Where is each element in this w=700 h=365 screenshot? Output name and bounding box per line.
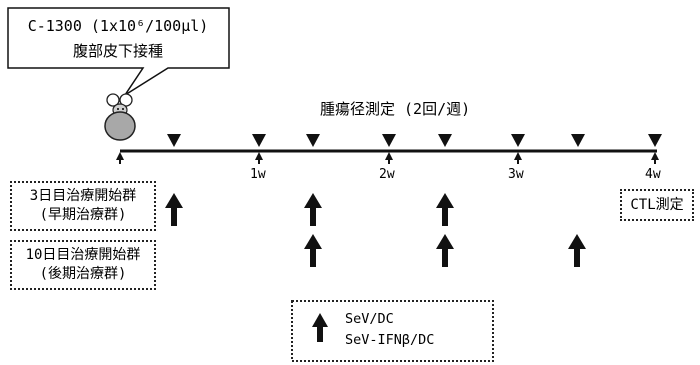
- early-group-box: 3日目治療開始群 (早期治療群): [10, 181, 156, 231]
- early-group-subtitle: (早期治療群): [12, 206, 154, 225]
- late-group-subtitle: (後期治療群): [12, 265, 154, 284]
- callout-line-2: 腹部皮下接種: [14, 39, 222, 64]
- callout-line-1: C-1300 (1x10⁶/100μl): [14, 14, 222, 39]
- late-group-arrows: [304, 234, 586, 267]
- week-ticks: [116, 152, 659, 164]
- treatment-arrow: [304, 234, 322, 267]
- week-tick-1: [255, 152, 263, 160]
- treatment-arrow: [304, 193, 322, 226]
- early-group-arrows: [165, 193, 454, 226]
- late-group-box: 10日目治療開始群 (後期治療群): [10, 240, 156, 290]
- ctl-label: CTL測定: [622, 196, 692, 215]
- legend-item-2: SeV-IFNβ/DC: [345, 332, 434, 348]
- legend-item-1: SeV/DC: [345, 311, 394, 327]
- week-tick-2: [385, 152, 393, 160]
- measure-marker: [648, 134, 662, 147]
- week-label-1: 1w: [250, 167, 266, 182]
- week-tick-4: [651, 152, 659, 160]
- measurement-header: 腫瘍径測定 (2回/週): [320, 98, 470, 119]
- measure-marker: [382, 134, 396, 147]
- measure-marker: [511, 134, 525, 147]
- measure-marker: [252, 134, 266, 147]
- week-label-4: 4w: [645, 167, 661, 182]
- measure-marker: [438, 134, 452, 147]
- treatment-arrow: [568, 234, 586, 267]
- measure-marker: [571, 134, 585, 147]
- treatment-arrow: [165, 193, 183, 226]
- week-label-2: 2w: [379, 167, 395, 182]
- early-group-title: 3日目治療開始群: [12, 187, 154, 206]
- measure-marker: [167, 134, 181, 147]
- week-tick-0: [116, 152, 124, 160]
- measure-marker: [306, 134, 320, 147]
- measurement-markers: [167, 134, 662, 147]
- ctl-measurement-box: CTL測定: [620, 189, 694, 221]
- mouse-icon: [105, 94, 135, 140]
- treatment-arrow: [436, 193, 454, 226]
- week-tick-3: [514, 152, 522, 160]
- inoculation-callout: C-1300 (1x10⁶/100μl) 腹部皮下接種: [14, 14, 222, 64]
- week-label-3: 3w: [508, 167, 524, 182]
- late-group-title: 10日目治療開始群: [12, 246, 154, 265]
- treatment-arrow: [436, 234, 454, 267]
